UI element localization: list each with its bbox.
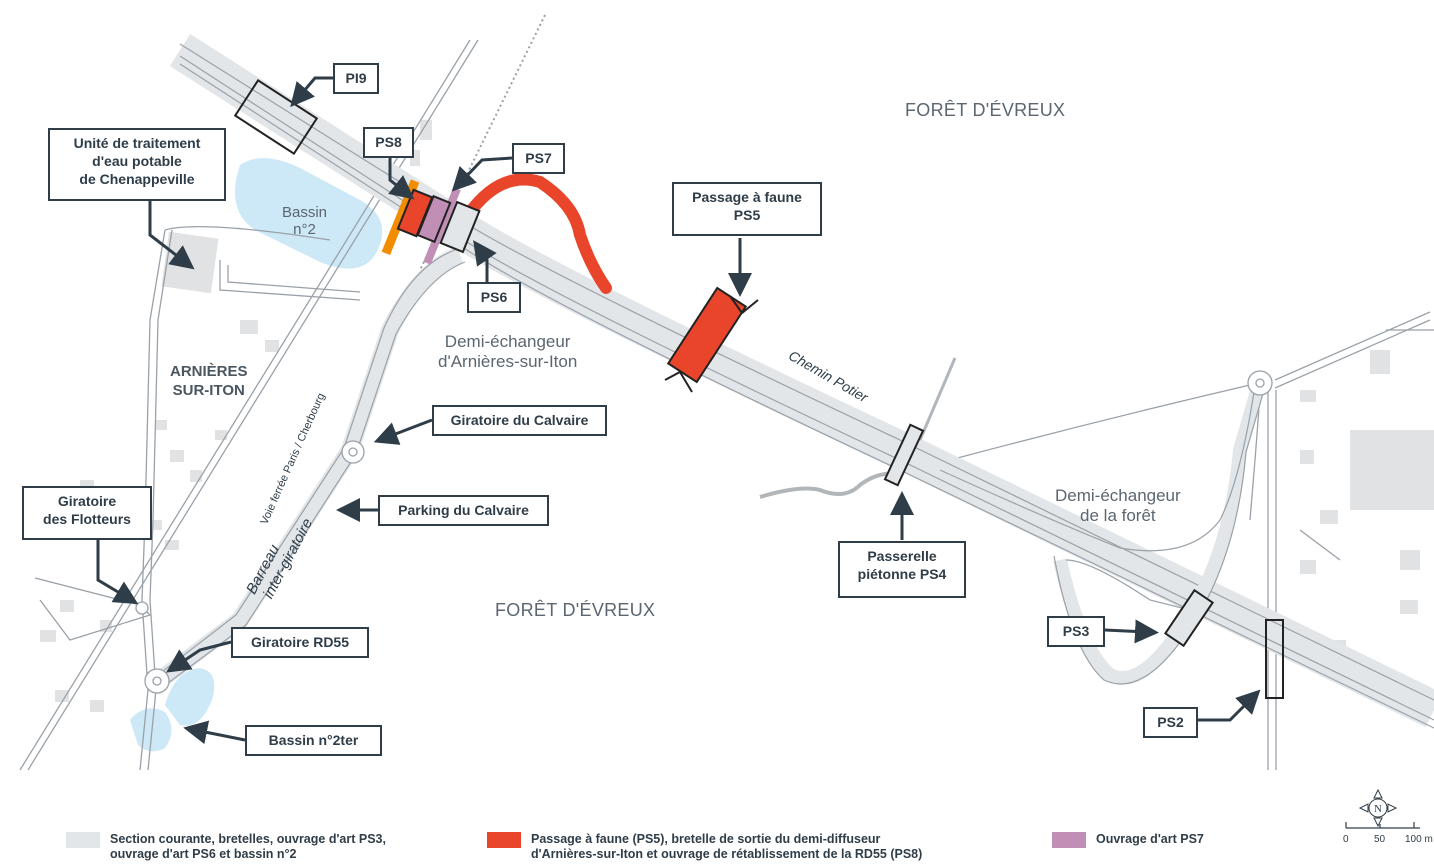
ps8-label: PS8: [363, 127, 414, 158]
ps5-wings: [664, 295, 759, 393]
legend-swatch-red: [487, 832, 521, 848]
ps6-label: PS6: [467, 282, 521, 313]
bassin2ter-label: Bassin n°2ter: [245, 725, 382, 756]
buildings: [40, 120, 1434, 712]
ps4-structure: [883, 423, 925, 487]
foret-label-south: FORÊT D'ÉVREUX: [495, 600, 656, 620]
ps7-strip: [423, 187, 461, 265]
pi9-structure: [233, 78, 319, 156]
sortie-bretelle: [462, 173, 612, 294]
compass: N: [1358, 788, 1398, 828]
parking-calvaire-label: Parking du Calvaire: [378, 495, 549, 526]
ps7-structure: [416, 194, 452, 244]
compass-letter: N: [1374, 803, 1382, 815]
footpath: [759, 357, 957, 499]
structures: [233, 78, 1284, 699]
scale-tick-100: 100 m: [1405, 834, 1433, 845]
scale-tick-0: 0: [1343, 834, 1349, 845]
ps6-structure: [439, 200, 481, 254]
legend-swatch-purple: [1052, 832, 1086, 848]
main-road: [154, 33, 1434, 729]
ps3-label: PS3: [1047, 616, 1105, 647]
ps3-structure: [1163, 588, 1215, 648]
pointer-arrows: [96, 76, 1261, 745]
ps2-label: PS2: [1143, 707, 1198, 738]
ps7-label: PS7: [512, 143, 565, 174]
scale-bar: [1345, 822, 1420, 829]
roundabouts: [135, 370, 1273, 694]
giratoire-calvaire-label: Giratoire du Calvaire: [432, 405, 607, 436]
local-roads: [34, 226, 1434, 771]
project-map: N: [19, 14, 1434, 829]
giratoire-rd55-label: Giratoire RD55: [231, 627, 369, 658]
pi9-label: PI9: [333, 63, 379, 94]
ps2-structure: [1265, 619, 1284, 699]
legend-item-section-courante: Section courante, bretelles, ouvrage d'a…: [66, 832, 386, 862]
foret-label-north: FORÊT D'ÉVREUX: [905, 100, 1066, 120]
legend-item-passage-faune: Passage à faune (PS5), bretelle de sorti…: [487, 832, 922, 862]
scale-tick-50: 50: [1374, 834, 1386, 845]
legend-item-ps7: Ouvrage d'art PS7: [1052, 832, 1204, 848]
legend-swatch-grey: [66, 832, 100, 848]
